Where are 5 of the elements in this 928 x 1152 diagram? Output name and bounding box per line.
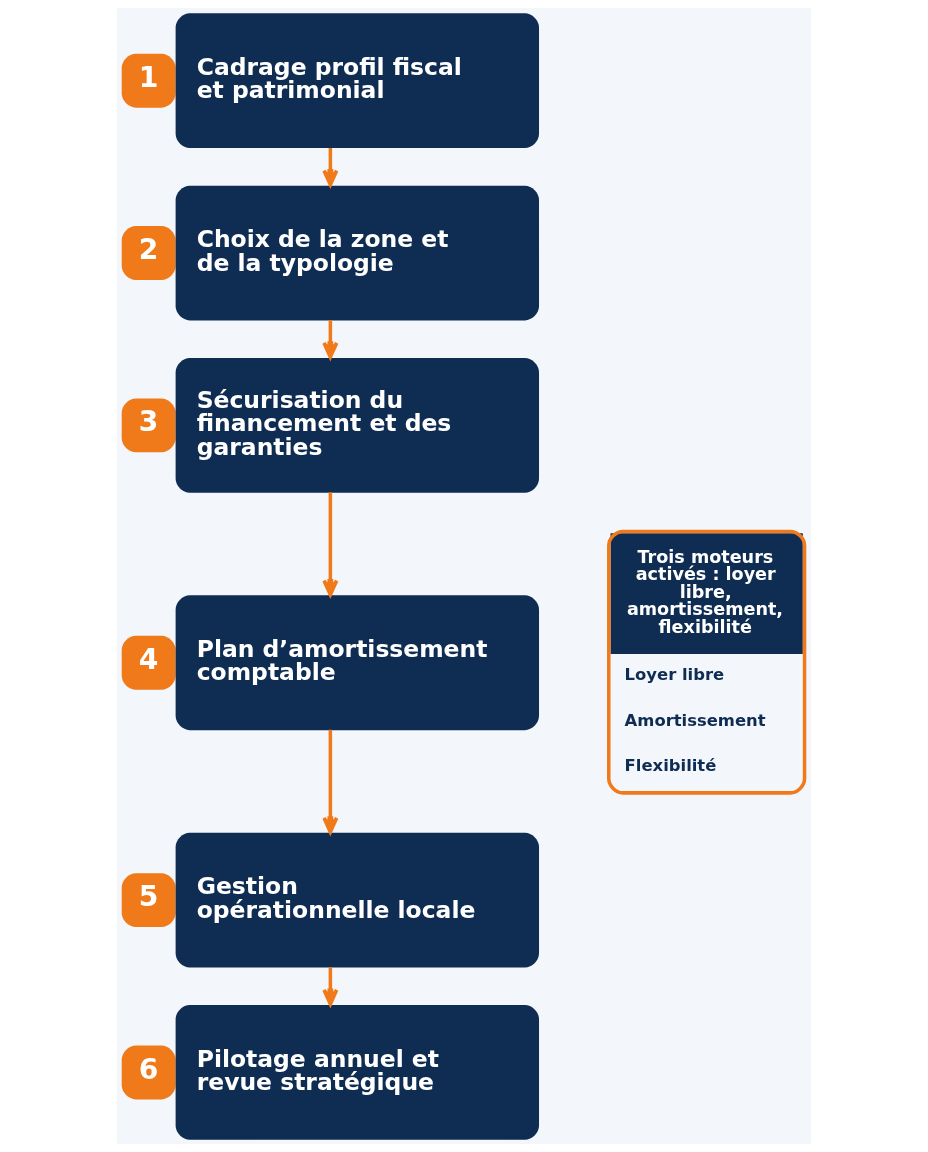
arrow xyxy=(322,729,339,834)
arrow xyxy=(322,492,339,597)
arrow xyxy=(322,320,339,359)
arrow xyxy=(322,967,339,1006)
arrow xyxy=(322,148,339,187)
